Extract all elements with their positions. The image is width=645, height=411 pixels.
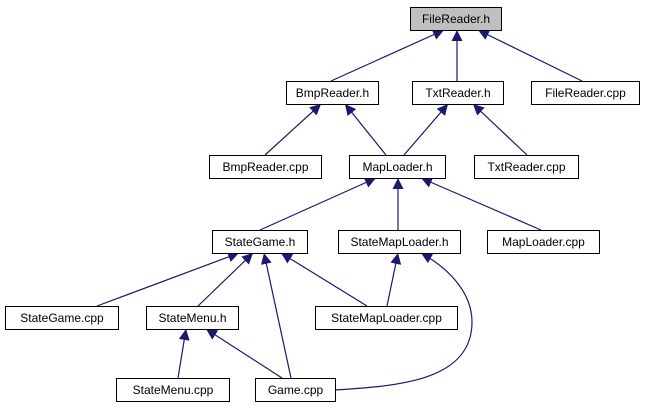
node-box [531, 81, 640, 105]
node-box [212, 230, 308, 254]
node-statemenu-h[interactable]: StateMenu.h [146, 306, 239, 330]
node-bmpreader-h[interactable]: BmpReader.h [286, 81, 379, 105]
node-label: StateMenu.cpp [133, 383, 214, 397]
node-game-cpp[interactable]: Game.cpp [255, 378, 336, 402]
node-box [338, 230, 461, 254]
edge-game-cpp-to-stategame-h [260, 252, 292, 379]
node-box [412, 81, 504, 105]
edge-bmpreader-h-to-filereader-h [330, 29, 445, 82]
edge-game-cpp-to-statemenu-h [205, 328, 283, 379]
edge-stategame-cpp-to-stategame-h [96, 251, 240, 307]
edge-maploader-h-to-bmpreader-h [344, 103, 387, 156]
node-box [487, 230, 600, 254]
node-label: StateGame.h [225, 235, 296, 249]
node-label: TxtReader.cpp [487, 160, 565, 174]
edge-maploader-cpp-to-maploader-h [420, 177, 542, 231]
node-stategame-cpp[interactable]: StateGame.cpp [5, 306, 119, 330]
edges-layer [96, 29, 583, 391]
node-txtreader-cpp[interactable]: TxtReader.cpp [474, 155, 579, 179]
edge-statemenu-h-to-stategame-h [197, 252, 254, 307]
node-txtreader-h[interactable]: TxtReader.h [412, 81, 504, 105]
edge-statemaploader-cpp-to-statemaploader-h [386, 252, 402, 307]
node-box [146, 306, 239, 330]
node-box [474, 155, 579, 179]
edge-statemenu-cpp-to-statemenu-h [177, 328, 190, 379]
node-label: BmpReader.cpp [222, 160, 308, 174]
node-label: Game.cpp [268, 383, 324, 397]
node-maploader-cpp[interactable]: MapLoader.cpp [487, 230, 600, 254]
node-label: StateMenu.h [158, 311, 226, 325]
node-box [209, 155, 322, 179]
node-label: StateGame.cpp [20, 311, 104, 325]
edge-stategame-h-to-maploader-h [259, 177, 377, 231]
node-label: BmpReader.h [296, 86, 369, 100]
node-filereader-h[interactable]: FileReader.h [410, 7, 502, 31]
node-filereader-cpp[interactable]: FileReader.cpp [531, 81, 640, 105]
edge-filereader-cpp-to-filereader-h [477, 29, 583, 82]
node-label: StateMapLoader.cpp [331, 311, 442, 325]
node-label: MapLoader.h [362, 160, 432, 174]
node-stategame-h[interactable]: StateGame.h [212, 230, 308, 254]
node-statemaploader-cpp[interactable]: StateMapLoader.cpp [315, 306, 458, 330]
node-box [349, 155, 446, 179]
edge-bmpreader-cpp-to-bmpreader-h [264, 103, 322, 156]
node-label: StateMapLoader.h [350, 235, 448, 249]
edge-maploader-h-to-txtreader-h [403, 103, 449, 156]
node-statemaploader-h[interactable]: StateMapLoader.h [338, 230, 461, 254]
node-bmpreader-cpp[interactable]: BmpReader.cpp [209, 155, 322, 179]
node-maploader-h[interactable]: MapLoader.h [349, 155, 446, 179]
node-box [116, 378, 230, 402]
node-box [286, 81, 379, 105]
node-box [255, 378, 336, 402]
node-box [410, 7, 502, 31]
node-label: FileReader.h [422, 12, 490, 26]
edge-txtreader-cpp-to-txtreader-h [472, 103, 528, 156]
node-box [315, 306, 458, 330]
edge-game-cpp-to-statemaploader-h [334, 252, 473, 391]
node-label: FileReader.cpp [545, 86, 626, 100]
node-box [5, 306, 119, 330]
node-label: TxtReader.h [425, 86, 490, 100]
edge-statemaploader-cpp-to-stategame-h [280, 252, 368, 307]
node-label: MapLoader.cpp [502, 235, 585, 249]
node-statemenu-cpp[interactable]: StateMenu.cpp [116, 378, 230, 402]
